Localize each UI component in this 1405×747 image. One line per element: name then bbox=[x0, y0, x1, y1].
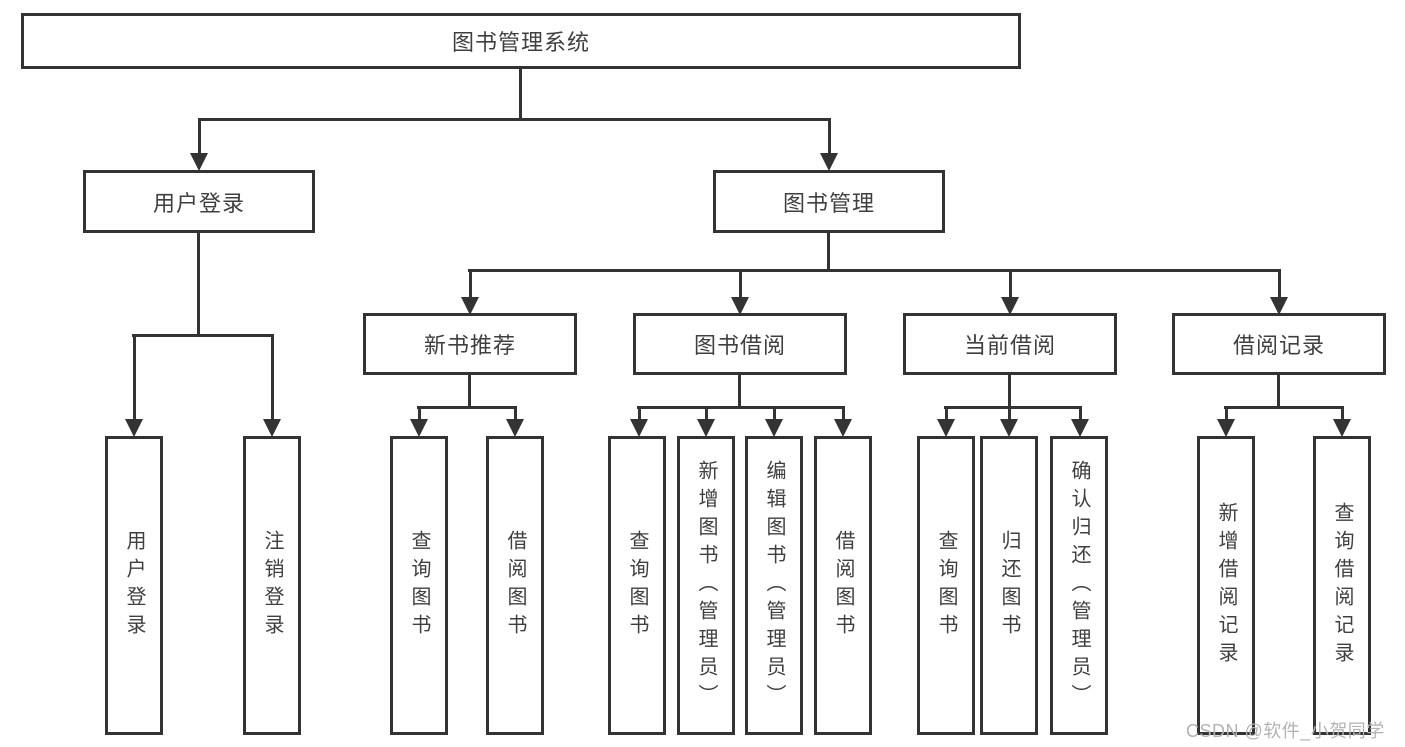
connector-user-login-arrow-shaft-1 bbox=[133, 334, 136, 421]
connector-user-login-vline bbox=[197, 233, 200, 337]
connector-current-arrow-shaft-3 bbox=[1079, 406, 1082, 421]
connector-current-arrow-shaft-1 bbox=[945, 406, 948, 421]
node-current-borrowing: 当前借阅 bbox=[903, 313, 1117, 375]
connector-records-hline bbox=[1224, 406, 1344, 409]
node-label: 注销登录 bbox=[261, 529, 283, 642]
connector-records-vline bbox=[1277, 375, 1280, 409]
node-label: 图书借阅 bbox=[693, 333, 786, 358]
node-new-book-recommendation: 新书推荐 bbox=[363, 313, 577, 375]
connector-user-login-hline bbox=[132, 334, 274, 337]
connector-root-vline bbox=[519, 69, 522, 121]
node-label: 新书推荐 bbox=[423, 333, 516, 358]
node-label: 查询图书 bbox=[408, 529, 430, 642]
connector-new-book-vline bbox=[468, 375, 471, 409]
leaf-user-login: 用户登录 bbox=[105, 436, 163, 735]
node-label: 用户登录 bbox=[123, 529, 145, 642]
connector-borrowing-vline bbox=[738, 375, 741, 409]
node-book-management: 图书管理 bbox=[713, 170, 945, 233]
node-label: 查询图书 bbox=[935, 529, 957, 642]
connector-book-mgmt-arrow-shaft-4 bbox=[1278, 269, 1281, 299]
connector-borrowing-arrow-shaft-3 bbox=[773, 406, 776, 421]
connector-borrowing-hline bbox=[637, 406, 845, 409]
node-label: 当前借阅 bbox=[963, 333, 1056, 358]
arrow-down-icon bbox=[263, 419, 281, 437]
leaf-query-books-borrowing: 查询图书 bbox=[608, 436, 666, 735]
node-book-borrowing: 图书借阅 bbox=[633, 313, 847, 375]
leaf-logout: 注销登录 bbox=[243, 436, 301, 735]
leaf-query-books-current: 查询图书 bbox=[917, 436, 975, 735]
leaf-edit-books-admin: 编辑图书（管理员） bbox=[745, 436, 803, 735]
leaf-borrow-books-borrowing: 借阅图书 bbox=[814, 436, 872, 735]
arrow-down-icon bbox=[630, 419, 648, 437]
arrow-down-icon bbox=[1000, 419, 1018, 437]
arrow-down-icon bbox=[1217, 419, 1235, 437]
leaf-borrow-books-recommend: 借阅图书 bbox=[486, 436, 544, 735]
leaf-add-borrow-record: 新增借阅记录 bbox=[1197, 436, 1255, 735]
connector-new-book-arrow-shaft-2 bbox=[514, 406, 517, 421]
node-label: 查询借阅记录 bbox=[1331, 501, 1353, 670]
connector-root-hline bbox=[198, 118, 831, 121]
arrow-down-icon bbox=[820, 153, 838, 171]
node-user-login: 用户登录 bbox=[83, 170, 315, 233]
leaf-return-books: 归还图书 bbox=[980, 436, 1038, 735]
node-label: 新增借阅记录 bbox=[1215, 501, 1237, 670]
connector-book-mgmt-hline bbox=[468, 269, 1281, 272]
connector-book-mgmt-arrow-shaft-2 bbox=[739, 269, 742, 299]
connector-book-mgmt-arrow-shaft-3 bbox=[1009, 269, 1012, 299]
node-label: 新增图书（管理员） bbox=[695, 459, 717, 712]
arrow-down-icon bbox=[125, 419, 143, 437]
connector-borrowing-arrow-shaft-1 bbox=[638, 406, 641, 421]
node-library-management-system: 图书管理系统 bbox=[21, 13, 1021, 69]
connector-records-arrow-shaft-2 bbox=[1341, 406, 1344, 421]
node-label: 借阅记录 bbox=[1232, 333, 1325, 358]
arrow-down-icon bbox=[1001, 297, 1019, 315]
connector-records-arrow-shaft-1 bbox=[1225, 406, 1228, 421]
arrow-down-icon bbox=[937, 419, 955, 437]
connector-book-mgmt-vline bbox=[827, 233, 830, 272]
node-label: 图书管理系统 bbox=[451, 30, 590, 55]
connector-new-book-arrow-shaft-1 bbox=[418, 406, 421, 421]
connector-new-book-hline bbox=[417, 406, 517, 409]
arrow-down-icon bbox=[1071, 419, 1089, 437]
arrow-down-icon bbox=[1270, 297, 1288, 315]
connector-current-vline bbox=[1008, 375, 1011, 409]
arrow-down-icon bbox=[834, 419, 852, 437]
arrow-down-icon bbox=[731, 297, 749, 315]
node-label: 查询图书 bbox=[626, 529, 648, 642]
node-label: 借阅图书 bbox=[504, 529, 526, 642]
node-label: 用户登录 bbox=[152, 190, 245, 216]
connector-current-hline bbox=[944, 406, 1082, 409]
node-label: 图书管理 bbox=[782, 190, 875, 216]
leaf-confirm-return-admin: 确认归还（管理员） bbox=[1050, 436, 1108, 735]
connector-borrowing-arrow-shaft-4 bbox=[842, 406, 845, 421]
arrow-down-icon bbox=[506, 419, 524, 437]
arrow-down-icon bbox=[765, 419, 783, 437]
node-label: 编辑图书（管理员） bbox=[763, 459, 785, 712]
leaf-query-borrow-record: 查询借阅记录 bbox=[1313, 436, 1371, 735]
arrow-down-icon bbox=[190, 153, 208, 171]
connector-current-arrow-shaft-2 bbox=[1008, 406, 1011, 421]
connector-user-login-arrow-shaft-2 bbox=[271, 334, 274, 421]
node-borrowing-records: 借阅记录 bbox=[1172, 313, 1386, 375]
connector-root-arrow-shaft-left bbox=[198, 118, 201, 155]
connector-root-arrow-shaft-right bbox=[828, 118, 831, 155]
node-label: 借阅图书 bbox=[832, 529, 854, 642]
csdn-watermark: CSDN @软件_小贺同学 bbox=[1186, 721, 1385, 741]
node-label: 确认归还（管理员） bbox=[1068, 459, 1090, 712]
node-label: 归还图书 bbox=[998, 529, 1020, 642]
arrow-down-icon bbox=[1333, 419, 1351, 437]
leaf-query-books-recommend: 查询图书 bbox=[390, 436, 448, 735]
arrow-down-icon bbox=[410, 419, 428, 437]
connector-book-mgmt-arrow-shaft-1 bbox=[469, 269, 472, 299]
connector-borrowing-arrow-shaft-2 bbox=[705, 406, 708, 421]
arrow-down-icon bbox=[697, 419, 715, 437]
leaf-add-books-admin: 新增图书（管理员） bbox=[677, 436, 735, 735]
arrow-down-icon bbox=[461, 297, 479, 315]
